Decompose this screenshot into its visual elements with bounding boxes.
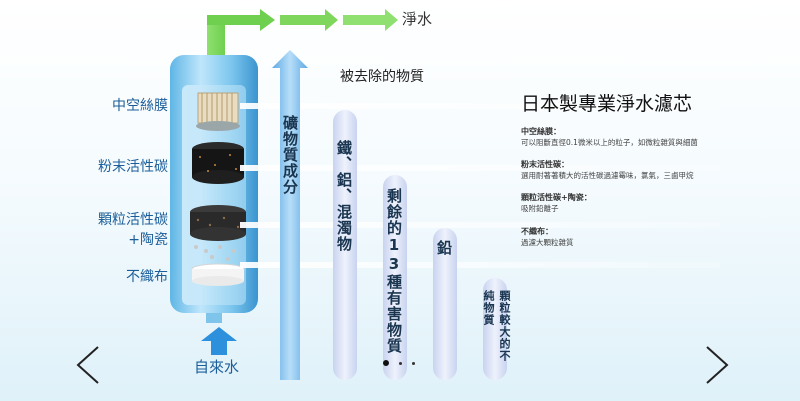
annotation-powder-carbon: 粉末活性碳： 選用耐著著積大的活性碳過濾霉味，氯氣，三鹵甲烷 bbox=[521, 159, 791, 181]
annotation-heading: 不織布： bbox=[521, 227, 553, 236]
output-label: 淨水 bbox=[402, 10, 433, 28]
annotation-desc: 選用耐著著積大的活性碳過濾霉味，氯氣，三鹵甲烷 bbox=[521, 171, 694, 180]
carousel-dot[interactable] bbox=[412, 361, 415, 365]
streak-3 bbox=[240, 222, 720, 228]
annotation-desc: 吸附鉛離子 bbox=[521, 204, 559, 213]
annotation-heading: 中空絲膜： bbox=[521, 127, 561, 136]
annotation-desc: 過濾大顆粒雜質 bbox=[521, 238, 574, 247]
layer-label-granular-carbon: 顆粒活性碳 +陶瓷 bbox=[98, 212, 168, 248]
column-text-minerals: 礦物質成分 bbox=[281, 115, 299, 195]
carousel-dots bbox=[383, 360, 415, 366]
mineral-tube bbox=[272, 50, 308, 380]
tube-large-impurity bbox=[483, 278, 507, 380]
annotation-desc: 可以阻斷直徑0.1微米以上的粒子，如微粒雜質與細菌 bbox=[521, 138, 698, 147]
streak-2 bbox=[240, 165, 720, 171]
annotation-nonwoven: 不織布： 過濾大顆粒雜質 bbox=[521, 226, 791, 248]
annotation-hollow-fiber: 中空絲膜： 可以阻斷直徑0.1微米以上的粒子，如微粒雜質與細菌 bbox=[521, 126, 791, 148]
input-arrow-icon bbox=[201, 327, 237, 355]
layer-label-hollow-fiber: 中空絲膜 bbox=[112, 98, 168, 114]
tube-lead bbox=[433, 228, 457, 380]
product-title: 日本製專業淨水濾芯 bbox=[521, 93, 693, 115]
annotation-heading: 粉末活性碳： bbox=[521, 160, 569, 169]
column-text-13-harmful: 剩餘的13種有害物質 bbox=[385, 188, 403, 354]
carousel-dot[interactable] bbox=[399, 361, 402, 365]
column-text-lead: 鉛 bbox=[435, 240, 453, 256]
streak-1 bbox=[240, 103, 720, 109]
columns-graphic bbox=[272, 50, 507, 380]
layer-label-powder-carbon: 粉末活性碳 bbox=[98, 159, 168, 175]
column-text-iron: 鐵、鋁、混濁物 bbox=[335, 140, 353, 252]
tube-iron bbox=[333, 110, 357, 380]
filter-cartridge bbox=[170, 25, 258, 323]
column-text-large-impurity: 顆粒較大的不純物質 bbox=[482, 290, 511, 362]
output-arrows bbox=[207, 9, 398, 31]
input-label: 自來水 bbox=[194, 358, 240, 376]
removed-title: 被去除的物質 bbox=[340, 69, 424, 85]
tube-13-harmful bbox=[383, 175, 407, 380]
next-slide-chevron-right-icon[interactable] bbox=[703, 345, 731, 385]
annotation-heading: 顆粒活性碳+陶瓷： bbox=[521, 193, 592, 202]
layer-label-nonwoven: 不織布 bbox=[126, 269, 168, 285]
streak-4 bbox=[240, 262, 720, 268]
annotation-granular-carbon: 顆粒活性碳+陶瓷： 吸附鉛離子 bbox=[521, 192, 791, 214]
carousel-dot-active[interactable] bbox=[383, 360, 389, 366]
prev-slide-chevron-left-icon[interactable] bbox=[74, 345, 102, 385]
